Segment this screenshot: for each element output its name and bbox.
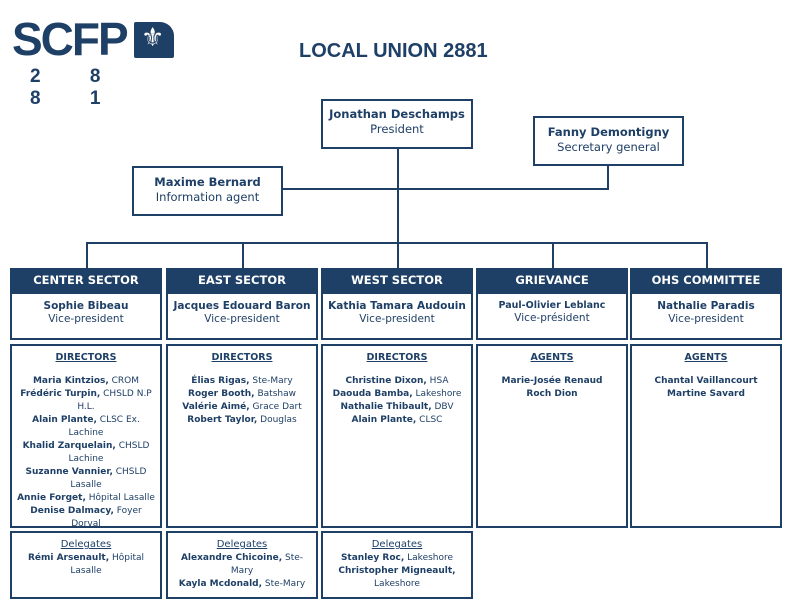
president-box: Jonathan Deschamps President xyxy=(321,99,473,149)
connector-drop-2 xyxy=(242,242,244,268)
delegates-label: Delegates xyxy=(371,539,423,550)
list-item: Denise Dalmacy, Foyer Dorval xyxy=(30,506,142,529)
logo-wordmark: SCFP xyxy=(12,13,129,65)
secretary-name: Fanny Demontigny xyxy=(547,125,670,139)
connector-info-agent xyxy=(282,188,609,190)
list-item: Roger Booth, Batshaw xyxy=(188,389,296,399)
list-item: Marie-Josée Renaud xyxy=(501,376,603,386)
list-item: Annie Forget, Hôpital Lasalle xyxy=(17,493,155,503)
vp-role: Vice-president xyxy=(668,313,744,325)
list-item: Alexandre Chicoine, Ste-Mary xyxy=(180,553,304,576)
group-label: DIRECTORS xyxy=(55,352,117,363)
list-item: Daouda Bamba, Lakeshore xyxy=(332,389,462,399)
delegates-box-center: Delegates Rémi Arsenault, Hôpital Lasall… xyxy=(10,531,162,599)
vp-name: Sophie Bibeau xyxy=(43,300,129,312)
sector-header-grievance: GRIEVANCE COMMITTEE xyxy=(476,268,628,311)
list-item: Alain Plante, CLSC Ex. Lachine xyxy=(32,415,140,438)
group-label: AGENTS xyxy=(684,352,728,363)
connector-drop-4 xyxy=(552,242,554,268)
list-item: Maria Kintzios, CROM xyxy=(32,376,140,386)
fleur-de-lys-icon: ⚜ xyxy=(134,22,174,58)
sector-header-east: EAST SECTOR xyxy=(166,268,318,292)
list-item: Khalid Zarquelain, CHSLD Lachine xyxy=(22,441,150,464)
vp-box-east: Jacques Edouard Baron Vice-president xyxy=(166,292,318,340)
president-role: President xyxy=(370,122,424,136)
sector-header-center: CENTER SECTOR xyxy=(10,268,162,292)
connector-drop-5 xyxy=(706,242,708,268)
list-item: Suzanne Vannier, CHSLD Lasalle xyxy=(25,467,147,490)
list-item: Kayla Mcdonald, Ste-Mary xyxy=(178,579,306,589)
delegates-box-east: Delegates Alexandre Chicoine, Ste-Mary K… xyxy=(166,531,318,599)
directors-box-center: DIRECTORS Maria Kintzios, CROM Frédéric … xyxy=(10,344,162,529)
scfp-logo: SCFP ⚜ 2 8 8 1 xyxy=(12,16,174,109)
sector-header-west: WEST SECTOR xyxy=(321,268,473,292)
logo-number: 2 8 8 1 xyxy=(30,66,123,109)
agents-box-grievance: AGENTS Marie-Josée Renaud Roch Dion xyxy=(476,344,628,528)
directors-box-west: DIRECTORS Christine Dixon, HSA Daouda Ba… xyxy=(321,344,473,528)
page-title: LOCAL UNION 2881 xyxy=(299,40,488,62)
secretary-role: Secretary general xyxy=(557,140,660,154)
connector-drop-3 xyxy=(397,242,399,268)
vp-name: Nathalie Paradis xyxy=(657,300,755,312)
group-label: DIRECTORS xyxy=(366,352,428,363)
list-item: Christopher Migneault, Lakeshore xyxy=(338,566,456,589)
vp-role: Vice-président xyxy=(514,312,590,324)
delegates-label: Delegates xyxy=(60,539,112,550)
delegates-box-west: Delegates Stanley Roc, Lakeshore Christo… xyxy=(321,531,473,599)
directors-box-east: DIRECTORS Élias Rigas, Ste-Mary Roger Bo… xyxy=(166,344,318,528)
agents-box-ohs: AGENTS Chantal Vaillancourt Martine Sava… xyxy=(630,344,782,528)
vp-box-west: Kathia Tamara Audouin Vice-president xyxy=(321,292,473,340)
list-item: Christine Dixon, HSA xyxy=(345,376,449,386)
list-item: Rémi Arsenault, Hôpital Lasalle xyxy=(27,553,145,576)
list-item: Frédéric Turpin, CHSLD N.P H.L. xyxy=(20,389,152,412)
list-item: Robert Taylor, Douglas xyxy=(187,415,297,425)
vp-role: Vice-president xyxy=(359,313,435,325)
sector-header-ohs: OHS COMMITTEE xyxy=(630,268,782,292)
info-agent-name: Maxime Bernard xyxy=(154,175,261,189)
list-item: Roch Dion xyxy=(526,389,578,399)
group-label: AGENTS xyxy=(530,352,574,363)
connector-drop-1 xyxy=(86,242,88,268)
group-label: DIRECTORS xyxy=(211,352,273,363)
vp-box-ohs: Nathalie Paradis Vice-president xyxy=(630,292,782,340)
vp-role: Vice-president xyxy=(204,313,280,325)
vp-name: Paul-Olivier Leblanc xyxy=(498,300,606,311)
list-item: Alain Plante, CLSC xyxy=(351,415,443,425)
list-item: Martine Savard xyxy=(667,389,745,399)
delegates-label: Delegates xyxy=(216,539,268,550)
president-name: Jonathan Deschamps xyxy=(329,107,465,121)
vp-role: Vice-president xyxy=(48,313,124,325)
connector-president-down xyxy=(397,148,399,244)
vp-name: Kathia Tamara Audouin xyxy=(328,300,466,312)
list-item: Chantal Vaillancourt xyxy=(654,376,758,386)
list-item: Nathalie Thibault, DBV xyxy=(340,402,454,412)
vp-name: Jacques Edouard Baron xyxy=(173,300,311,312)
list-item: Élias Rigas, Ste-Mary xyxy=(191,376,293,386)
connector-secretary-down xyxy=(607,165,609,190)
info-agent-role: Information agent xyxy=(155,190,260,204)
secretary-box: Fanny Demontigny Secretary general xyxy=(533,116,684,166)
info-agent-box: Maxime Bernard Information agent xyxy=(132,166,283,216)
list-item: Stanley Roc, Lakeshore xyxy=(340,553,454,563)
list-item: Valérie Aimé, Grace Dart xyxy=(182,402,302,412)
vp-box-center: Sophie Bibeau Vice-president xyxy=(10,292,162,340)
vp-box-grievance: Paul-Olivier Leblanc Vice-président xyxy=(476,292,628,340)
